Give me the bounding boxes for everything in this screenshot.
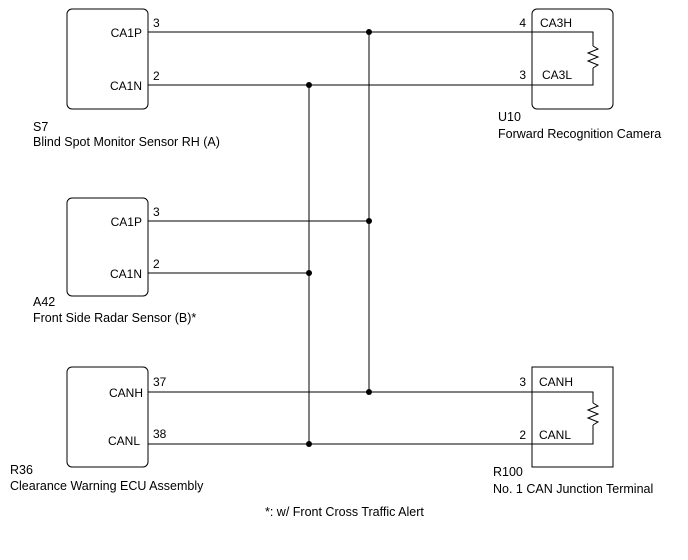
component-name: No. 1 CAN Junction Terminal [493, 482, 653, 496]
pin-number: 3 [519, 375, 526, 389]
component-r36: CANH CANL 37 38 R36 Clearance Warning EC… [10, 366, 204, 493]
component-name: Blind Spot Monitor Sensor RH (A) [33, 135, 220, 149]
splice-dot [366, 29, 372, 35]
component-code: U10 [498, 110, 521, 124]
wires [148, 29, 532, 447]
component-s7: CA1P CA1N 3 2 S7 Blind Spot Monitor Sens… [33, 8, 220, 149]
pin-label: CA1N [110, 79, 142, 93]
pin-label: CA1N [110, 267, 142, 281]
splice-dot [306, 441, 312, 447]
component-u10: CA3H CA3L 4 3 U10 Forward Recognition Ca… [498, 8, 661, 141]
component-r100: CANH CANL 3 2 R100 No. 1 CAN Junction Te… [493, 366, 653, 496]
component-box [66, 366, 149, 468]
component-code: R36 [10, 463, 33, 477]
splice-dot [306, 270, 312, 276]
splice-dot [366, 389, 372, 395]
resistor-symbol [532, 391, 600, 445]
pin-label: CANH [109, 386, 143, 400]
component-code: A42 [33, 295, 55, 309]
pin-number: 2 [519, 428, 526, 442]
component-name: Front Side Radar Sensor (B)* [33, 311, 196, 325]
pin-label: CANL [539, 428, 571, 442]
pin-label: CANH [539, 375, 573, 389]
component-a42: CA1P CA1N 3 2 A42 Front Side Radar Senso… [33, 197, 196, 325]
component-name: Clearance Warning ECU Assembly [10, 479, 204, 493]
component-box [66, 8, 149, 110]
splice-dot [306, 82, 312, 88]
pin-number: 3 [519, 68, 526, 82]
pin-label: CA3L [542, 68, 572, 82]
pin-label: CA1P [111, 215, 142, 229]
component-code: S7 [33, 120, 48, 134]
pin-number: 37 [153, 375, 167, 389]
component-code: R100 [493, 465, 523, 479]
pin-number: 4 [519, 16, 526, 30]
component-box [531, 366, 614, 468]
footnote: *: w/ Front Cross Traffic Alert [265, 505, 424, 519]
pin-number: 2 [153, 69, 160, 83]
pin-label: CA3H [540, 16, 572, 30]
component-box [66, 197, 149, 297]
component-name: Forward Recognition Camera [498, 127, 661, 141]
pin-label: CA1P [111, 26, 142, 40]
pin-label: CANL [108, 434, 140, 448]
pin-number: 3 [153, 16, 160, 30]
pin-number: 38 [153, 427, 167, 441]
pin-number: 3 [153, 205, 160, 219]
resistor-symbol [532, 31, 600, 86]
pin-number: 2 [153, 257, 160, 271]
splice-dot [366, 218, 372, 224]
